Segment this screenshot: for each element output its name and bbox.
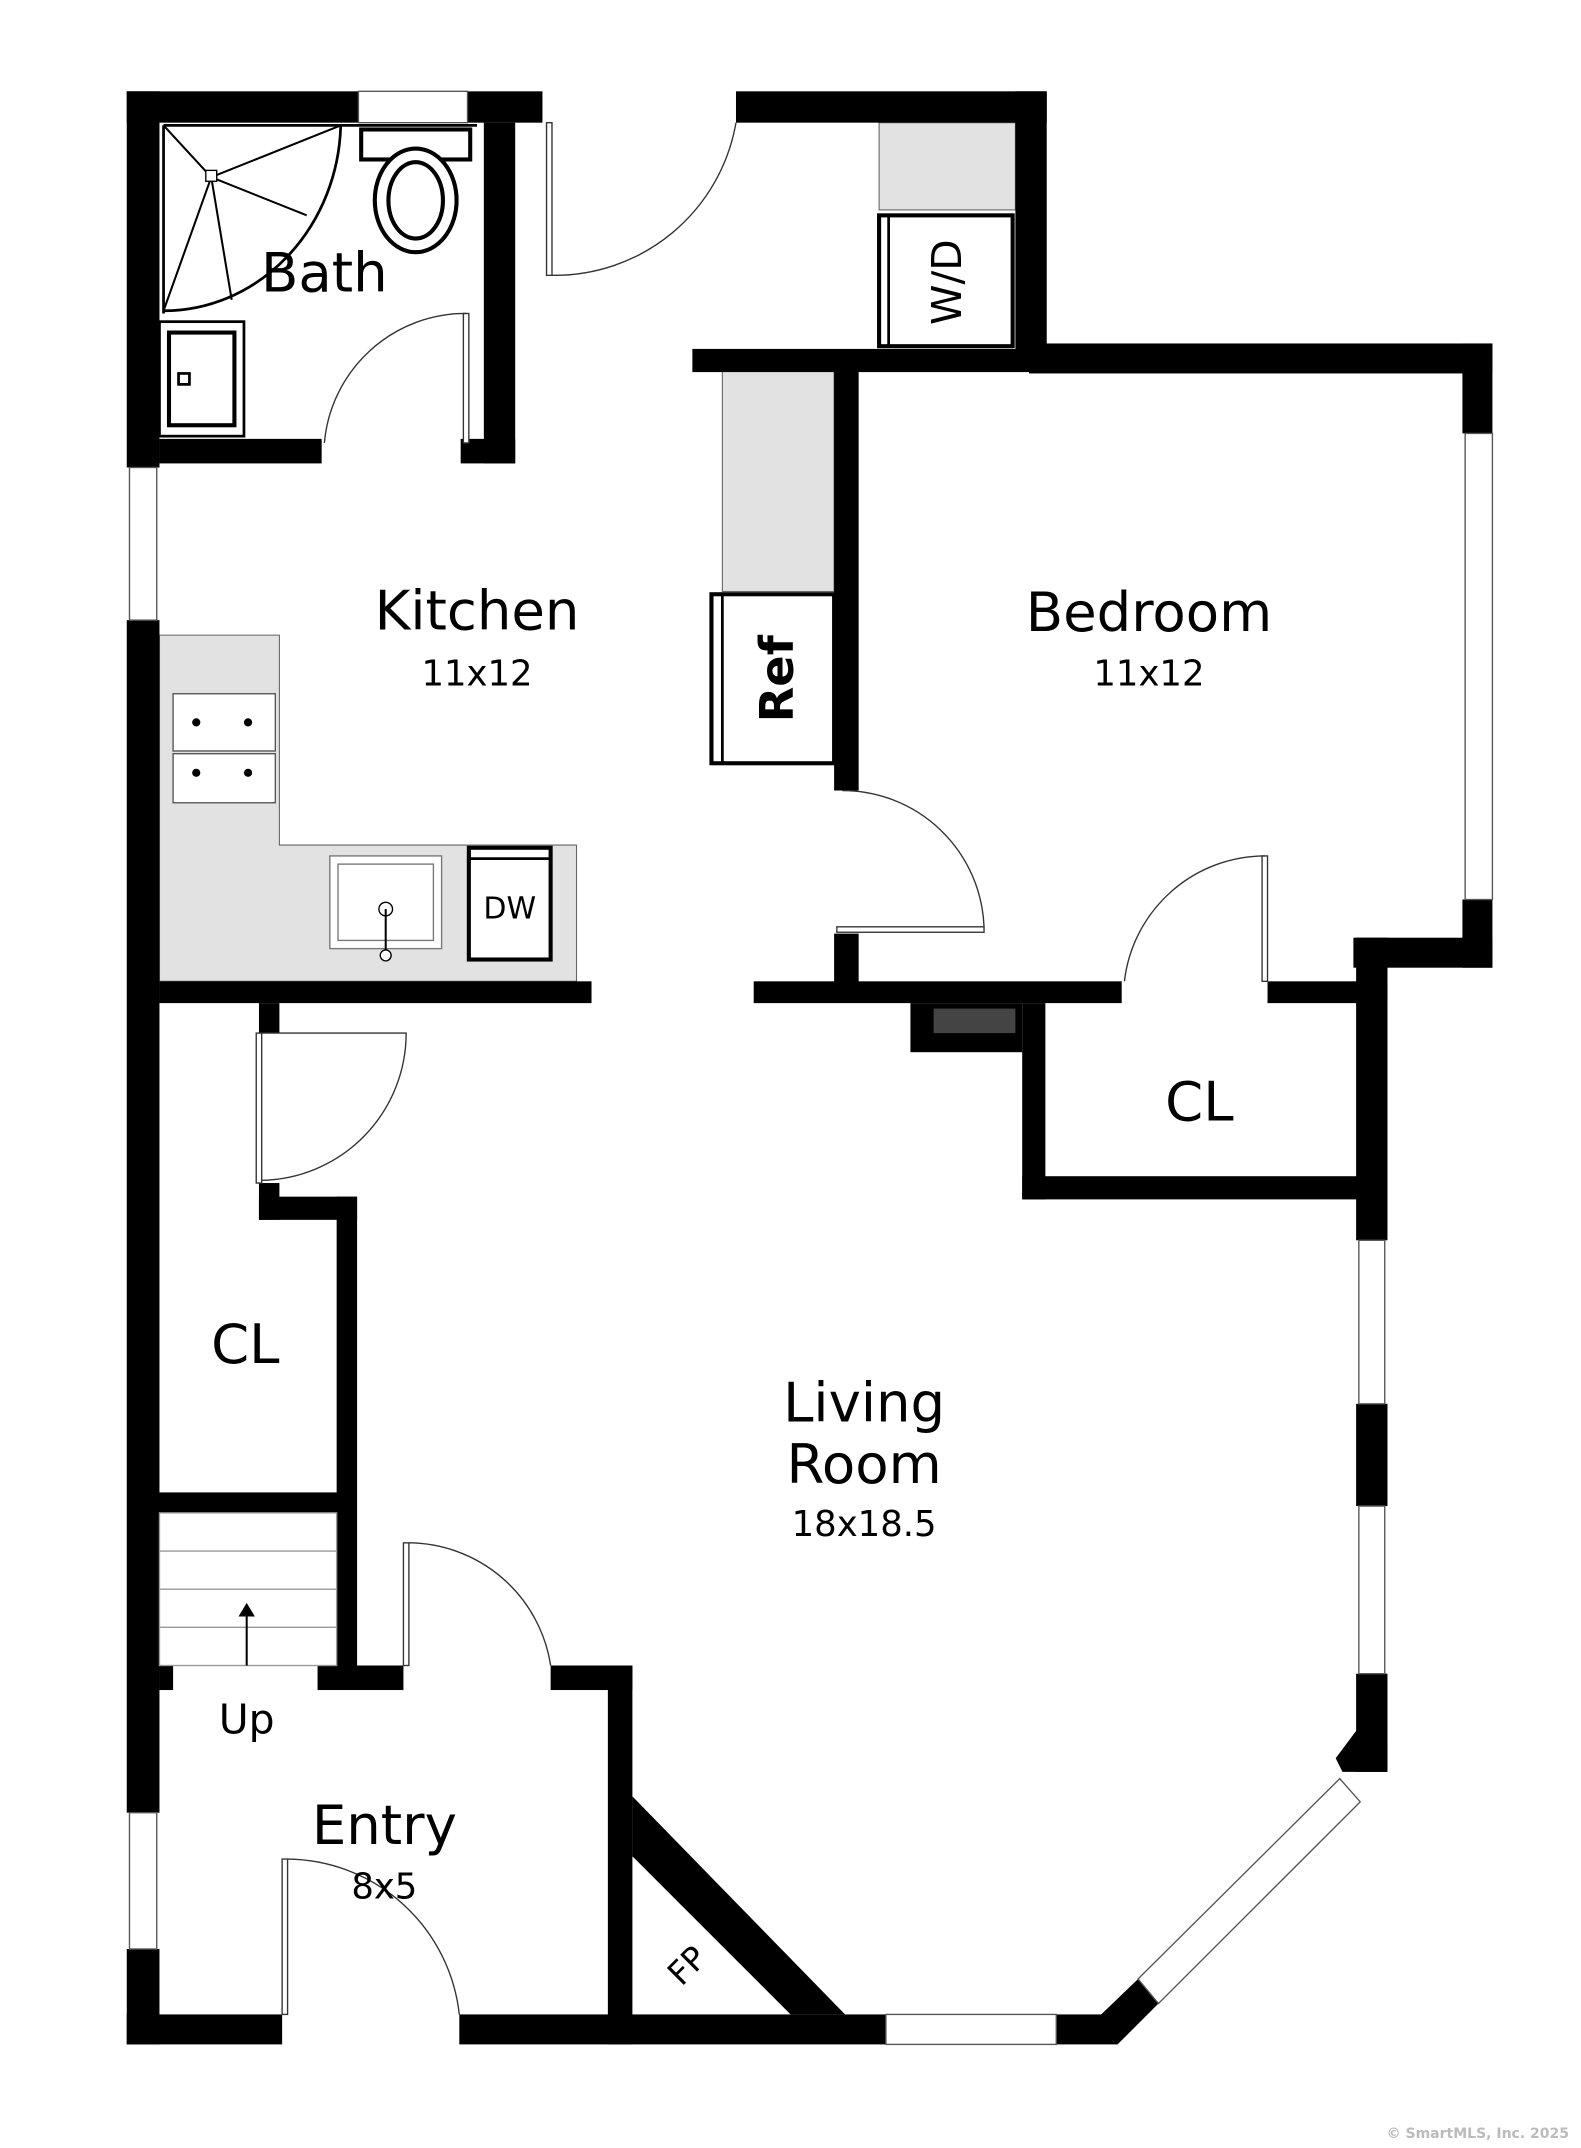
room-label-kitchen: Kitchen bbox=[375, 579, 580, 643]
copyright-notice: © SmartMLS, Inc. 2025 bbox=[1386, 2126, 1569, 2142]
walls bbox=[126, 91, 1493, 2045]
dishwasher-label: DW bbox=[483, 892, 536, 927]
room-size-living: 18x18.5 bbox=[792, 1504, 937, 1545]
room-label-entry: Entry bbox=[312, 1793, 457, 1857]
kitchen-sink bbox=[329, 855, 443, 962]
up-arrow-icon bbox=[238, 1602, 255, 1617]
room-label-living-2: Room bbox=[786, 1432, 941, 1496]
dishwasher bbox=[466, 845, 553, 962]
room-label-closet-right: CL bbox=[1165, 1069, 1234, 1133]
refrigerator bbox=[709, 592, 837, 766]
windows bbox=[128, 90, 1494, 2046]
room-label-closet-left: CL bbox=[211, 1312, 280, 1376]
shower bbox=[162, 124, 478, 314]
bath-sink bbox=[158, 320, 246, 438]
refrigerator-label: Ref bbox=[750, 634, 804, 722]
room-size-kitchen: 11x12 bbox=[421, 654, 532, 695]
room-size-entry: 8x5 bbox=[351, 1867, 417, 1908]
washer-dryer bbox=[877, 213, 1015, 349]
stairs bbox=[158, 1512, 338, 1667]
washer-dryer-label: W/D bbox=[923, 239, 971, 325]
stove bbox=[172, 693, 276, 804]
room-label-living-1: Living bbox=[783, 1371, 945, 1435]
toilet bbox=[359, 127, 473, 255]
room-label-bath: Bath bbox=[261, 241, 388, 305]
fireplace-label: FP bbox=[660, 1939, 714, 1993]
doors bbox=[255, 121, 1269, 2016]
room-size-bedroom: 11x12 bbox=[1093, 654, 1204, 695]
room-label-bedroom: Bedroom bbox=[1026, 580, 1273, 644]
laundry-counter bbox=[878, 122, 1016, 211]
kitchen-counter-right bbox=[721, 370, 835, 593]
stairs-label: Up bbox=[219, 1696, 275, 1744]
